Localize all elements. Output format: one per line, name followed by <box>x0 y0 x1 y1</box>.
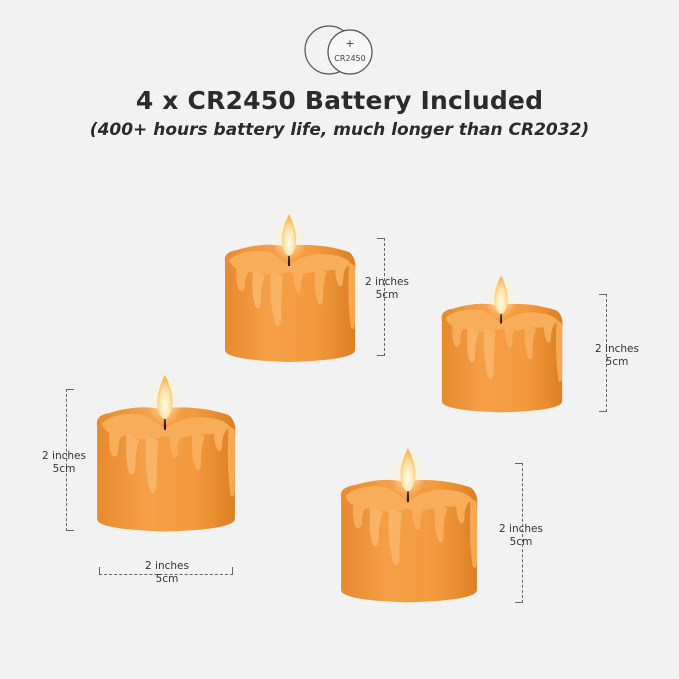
candle-right <box>440 264 564 420</box>
height-cm: 5cm <box>52 463 76 475</box>
width-bracket <box>99 566 233 575</box>
width-cm: 5cm <box>155 573 179 585</box>
height-bracket <box>66 389 75 531</box>
height-bracket <box>376 238 385 356</box>
battery-icon: + CR2450 <box>302 22 380 78</box>
height-dimension: 2 inches 5cm <box>26 450 102 476</box>
height-dimension: 2 inches 5cm <box>582 343 652 369</box>
width-dimension: 2 inches 5cm <box>130 560 204 586</box>
page-title: 4 x CR2450 Battery Included <box>135 86 544 115</box>
candle-top-center <box>222 206 358 366</box>
candle-bottom-center <box>339 432 479 614</box>
battery-plus: + <box>345 37 354 50</box>
candle-left <box>95 360 237 542</box>
height-cm: 5cm <box>605 356 629 368</box>
height-inches: 2 inches <box>595 343 639 355</box>
page-subtitle: (400+ hours battery life, much longer th… <box>89 120 590 140</box>
height-inches: 2 inches <box>499 523 543 535</box>
height-inches: 2 inches <box>365 276 409 288</box>
height-bracket <box>514 463 523 603</box>
width-inches: 2 inches <box>130 560 204 573</box>
height-cm: 5cm <box>375 289 399 301</box>
battery-label: CR2450 <box>334 54 366 63</box>
height-inches: 2 inches <box>42 450 86 462</box>
height-dimension: 2 inches 5cm <box>486 523 556 549</box>
height-cm: 5cm <box>509 536 533 548</box>
height-bracket <box>598 294 607 412</box>
height-dimension: 2 inches 5cm <box>352 276 422 302</box>
